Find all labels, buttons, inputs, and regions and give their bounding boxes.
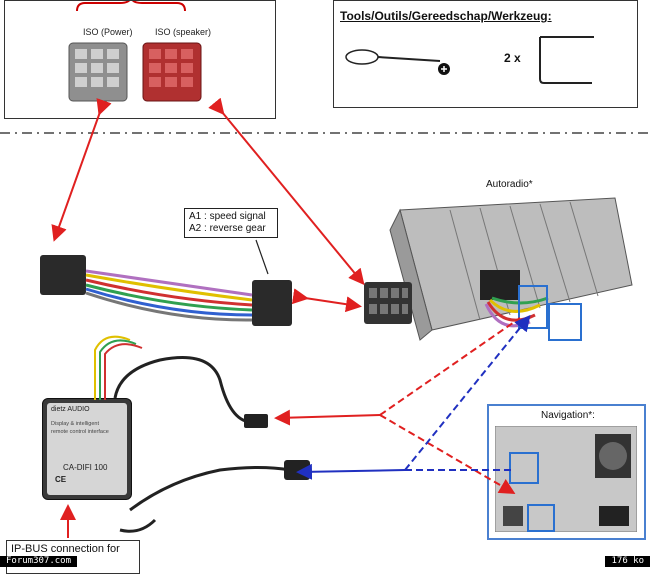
tools-panel: Tools/Outils/Gereedschap/Werkzeug: 2 x	[333, 0, 638, 108]
module-text-2: remote control interface	[51, 429, 109, 435]
screwdriver-icon	[345, 49, 450, 75]
navigation-label: Navigation*:	[541, 410, 595, 421]
ce-mark-icon: CE	[55, 475, 67, 484]
radio-ipbus-port-highlight	[518, 285, 548, 329]
footer-source-label: Forum307.com	[0, 556, 78, 567]
jack-plug-shape	[244, 414, 268, 428]
tools-quantity: 2 x	[504, 51, 521, 65]
nav-port-highlight	[527, 504, 555, 532]
autoradio-unit-illustration	[389, 197, 633, 341]
interface-module: dietz AUDIO Display & intelligent remote…	[42, 398, 132, 500]
tools-title: Tools/Outils/Gereedschap/Werkzeug:	[340, 9, 552, 23]
navigation-panel: Navigation*:	[487, 404, 646, 540]
iso-harness-illustration	[40, 255, 292, 326]
iso-speaker-label: ISO (speaker)	[155, 27, 212, 37]
footer-file-size: 176 ko	[605, 556, 650, 567]
module-brand: dietz AUDIO	[51, 406, 90, 413]
iso-plug-illustration	[364, 282, 412, 324]
module-label-plate: dietz AUDIO Display & intelligent remote…	[47, 403, 127, 495]
autoradio-label: Autoradio*	[486, 179, 533, 190]
module-model: CA-DIFI 100	[63, 463, 108, 472]
nav-ipbus-port-highlight	[509, 452, 539, 484]
iso-connectors-panel: ISO (Power) ISO (speaker)	[4, 0, 276, 119]
iso-connectors-illustration	[68, 0, 202, 102]
brace-shape	[76, 0, 186, 12]
iso-power-label: ISO (Power)	[83, 27, 133, 37]
removal-key-icon	[539, 36, 594, 84]
radio-nav-port-highlight	[548, 303, 582, 341]
navigation-unit-illustration	[495, 426, 637, 532]
module-text-1: Display & intelligent	[51, 421, 99, 427]
